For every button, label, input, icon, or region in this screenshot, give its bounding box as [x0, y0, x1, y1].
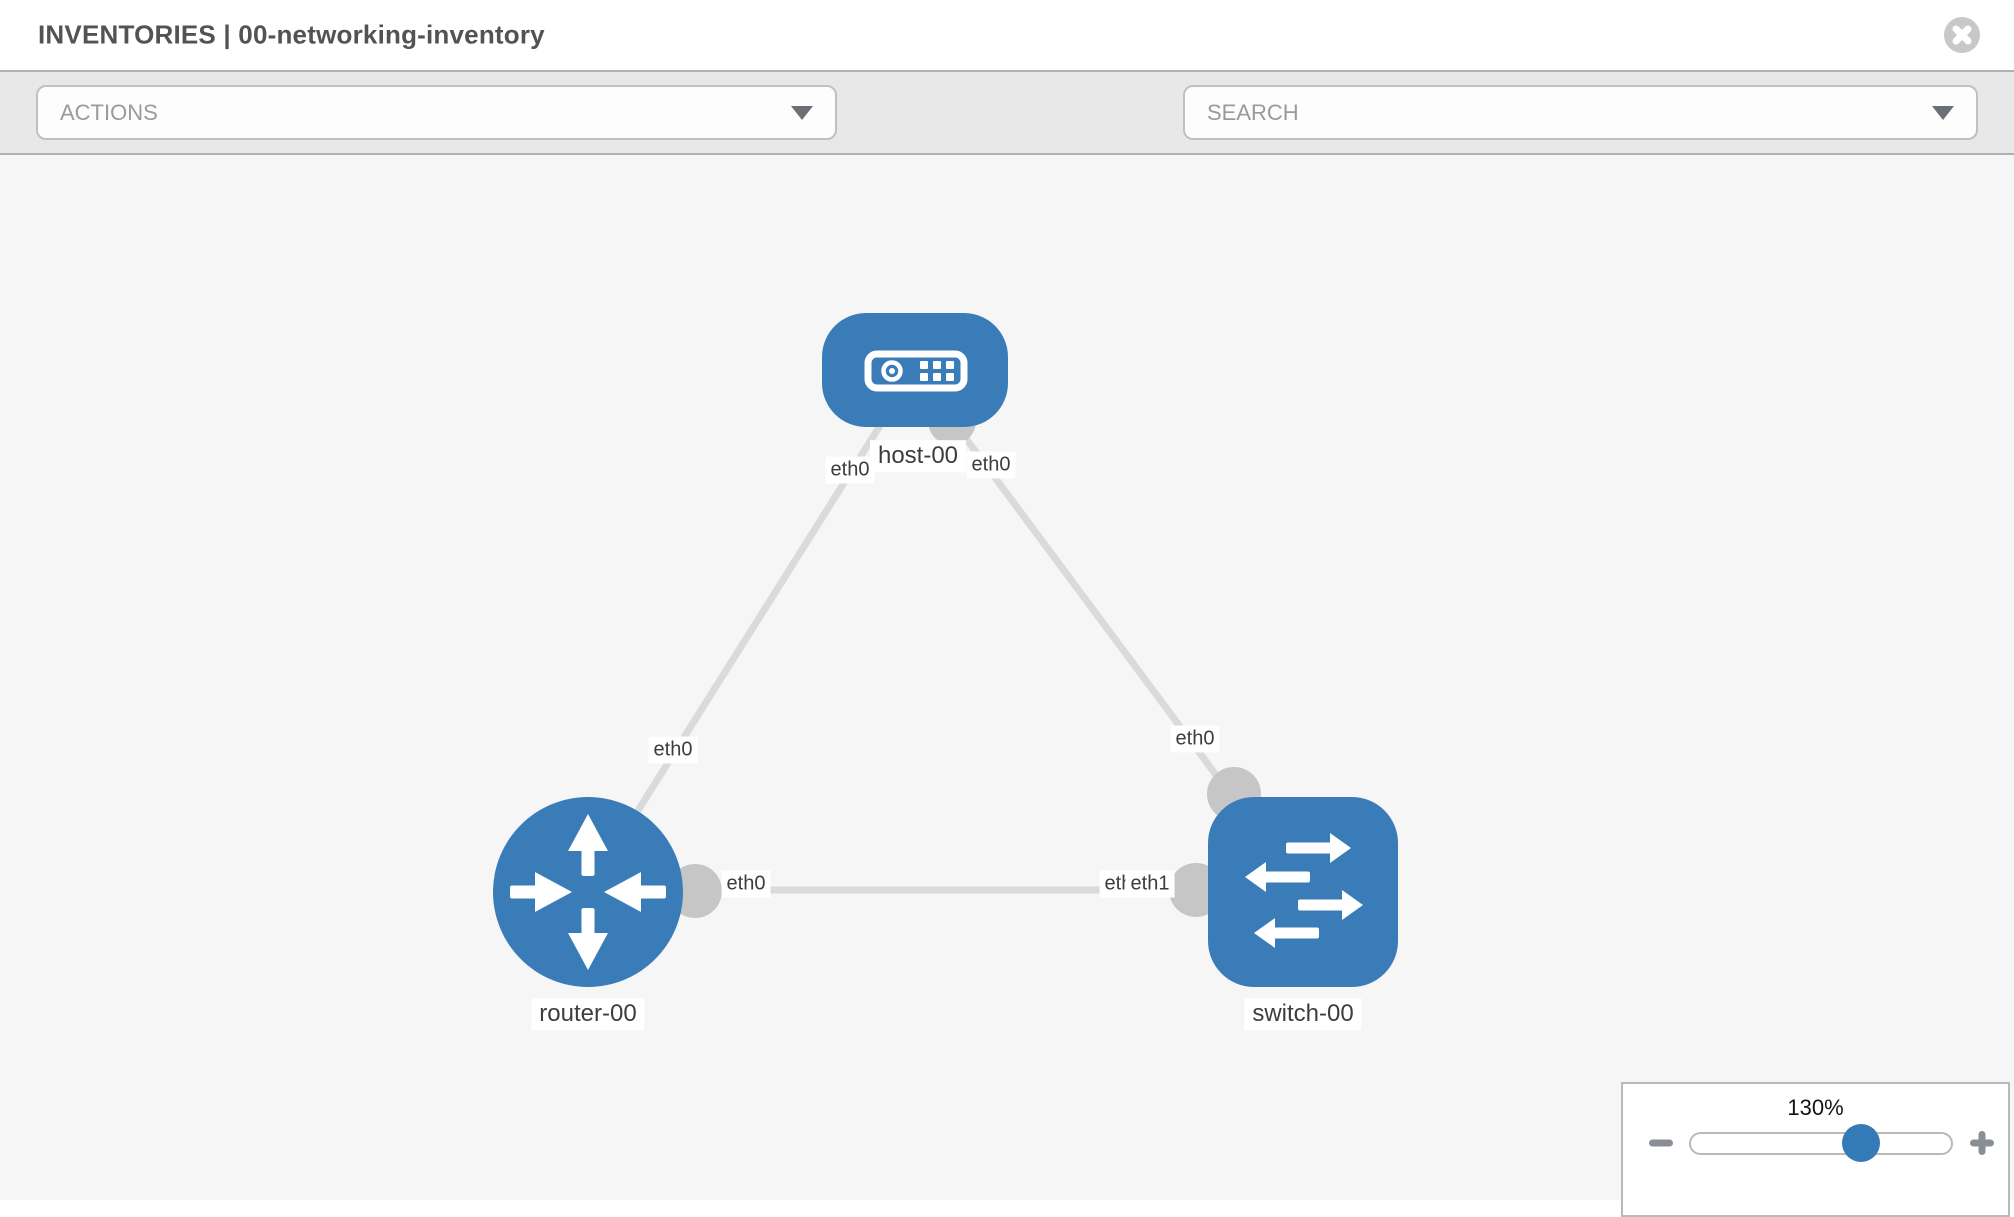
zoom-control-panel: 130% — [1621, 1082, 2010, 1217]
zoom-slider-thumb[interactable] — [1842, 1123, 1880, 1162]
actions-dropdown-value: ACTIONS — [60, 99, 158, 125]
plus-icon — [1970, 1131, 1994, 1155]
minus-icon — [1649, 1139, 1673, 1147]
node-router[interactable] — [493, 797, 683, 987]
page-title: INVENTORIES | 00-networking-inventory — [38, 19, 545, 50]
chevron-down-icon — [1932, 105, 1954, 120]
zoom-in-button[interactable] — [1969, 1130, 1995, 1156]
node-switch[interactable] — [1208, 797, 1398, 987]
node-host[interactable] — [822, 313, 1008, 427]
close-button[interactable] — [1944, 17, 1980, 53]
toolbar: ACTIONS SEARCH — [0, 70, 2014, 202]
chevron-down-icon — [791, 105, 813, 120]
zoom-out-button[interactable] — [1649, 1138, 1673, 1148]
search-dropdown[interactable]: SEARCH — [1183, 85, 1978, 140]
actions-dropdown[interactable]: ACTIONS — [36, 85, 837, 140]
host-icon — [864, 350, 968, 392]
breadcrumb-header: INVENTORIES | 00-networking-inventory — [0, 0, 2014, 70]
topology-links — [585, 367, 1306, 895]
topology-canvas[interactable] — [0, 155, 2014, 1200]
zoom-slider[interactable] — [1689, 1123, 1953, 1162]
close-icon — [1952, 25, 1972, 45]
zoom-level: 130% — [1787, 1095, 1844, 1120]
interface-connectors — [668, 397, 1261, 918]
search-placeholder: SEARCH — [1207, 99, 1299, 125]
